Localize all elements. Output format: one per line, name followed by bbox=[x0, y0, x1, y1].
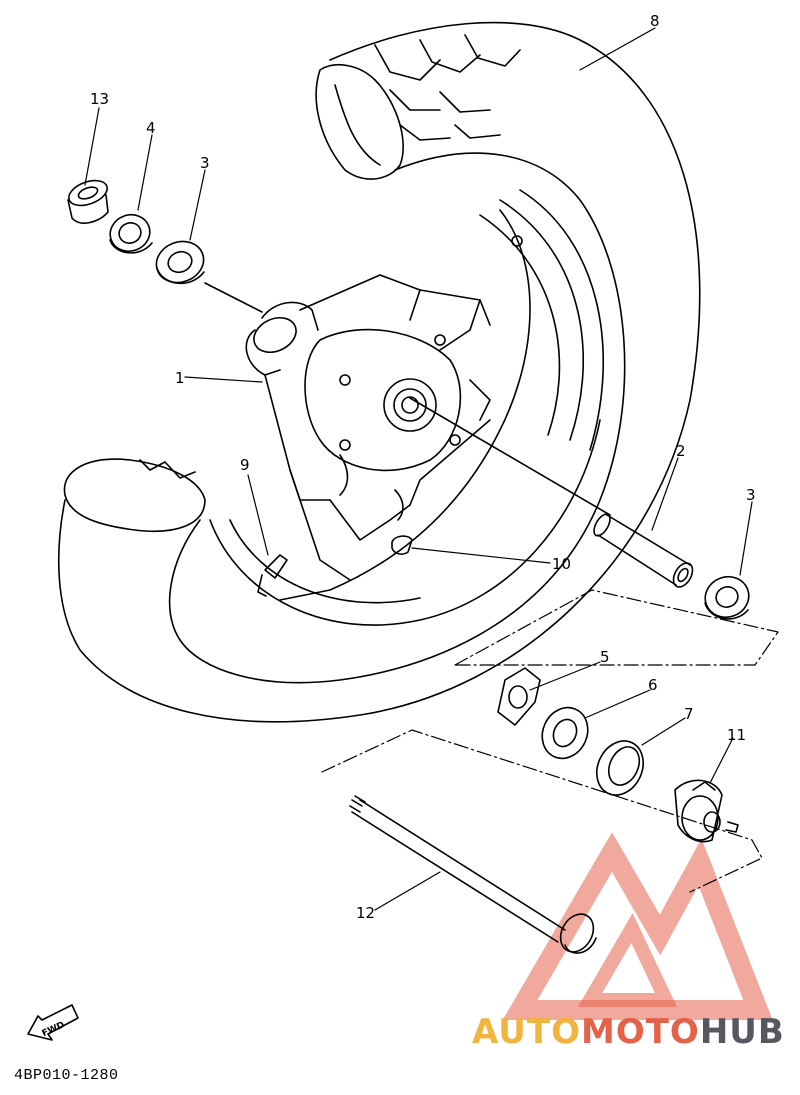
callout-7: 7 bbox=[684, 705, 694, 723]
callout-11: 11 bbox=[727, 726, 746, 744]
callout-3-lower: 3 bbox=[746, 486, 756, 504]
part-9-tire-valve bbox=[257, 554, 288, 597]
callout-13: 13 bbox=[90, 90, 109, 108]
diagram-code: 4BP010-1280 bbox=[14, 1067, 119, 1084]
part-4-oil-seal bbox=[109, 213, 153, 254]
part-11-speedo-gear bbox=[674, 779, 739, 843]
watermark-text: AUTOMOTOHUB bbox=[472, 1012, 785, 1052]
part-2-spacer bbox=[593, 513, 694, 588]
callout-labels: 13 4 3 8 1 9 2 3 10 5 6 7 11 12 bbox=[90, 12, 756, 922]
watermark-hub: HUB bbox=[699, 1012, 785, 1052]
tire bbox=[57, 21, 701, 723]
watermark-moto: MOTO bbox=[580, 1012, 700, 1052]
callout-4: 4 bbox=[146, 119, 156, 137]
part-3-bearing-upper bbox=[155, 240, 205, 285]
part-5-meter-clutch bbox=[497, 667, 541, 726]
callout-6: 6 bbox=[648, 676, 658, 694]
callout-3-upper: 3 bbox=[200, 154, 210, 172]
callout-2: 2 bbox=[676, 442, 686, 460]
callout-10: 10 bbox=[552, 555, 571, 573]
assembly-outline bbox=[321, 589, 779, 893]
part-7-collar bbox=[596, 740, 644, 796]
cast-wheel-hub bbox=[245, 209, 531, 601]
part-6-oil-seal bbox=[541, 706, 589, 760]
callout-1: 1 bbox=[175, 369, 185, 387]
automotohub-logo bbox=[502, 832, 773, 1020]
callout-9: 9 bbox=[240, 456, 250, 474]
part-12-wheel-axle bbox=[349, 795, 597, 954]
fwd-label: FWD bbox=[41, 1020, 67, 1039]
part-13-collar bbox=[67, 179, 109, 224]
callout-8: 8 bbox=[650, 12, 660, 30]
callout-12: 12 bbox=[356, 904, 375, 922]
callout-5: 5 bbox=[600, 648, 610, 666]
part-3-bearing-lower bbox=[704, 575, 750, 620]
watermark-auto: AUTO bbox=[472, 1012, 581, 1052]
fwd-arrow-icon bbox=[27, 1004, 79, 1041]
leader-lines bbox=[84, 27, 753, 911]
part-10-balance-weight bbox=[391, 535, 413, 555]
